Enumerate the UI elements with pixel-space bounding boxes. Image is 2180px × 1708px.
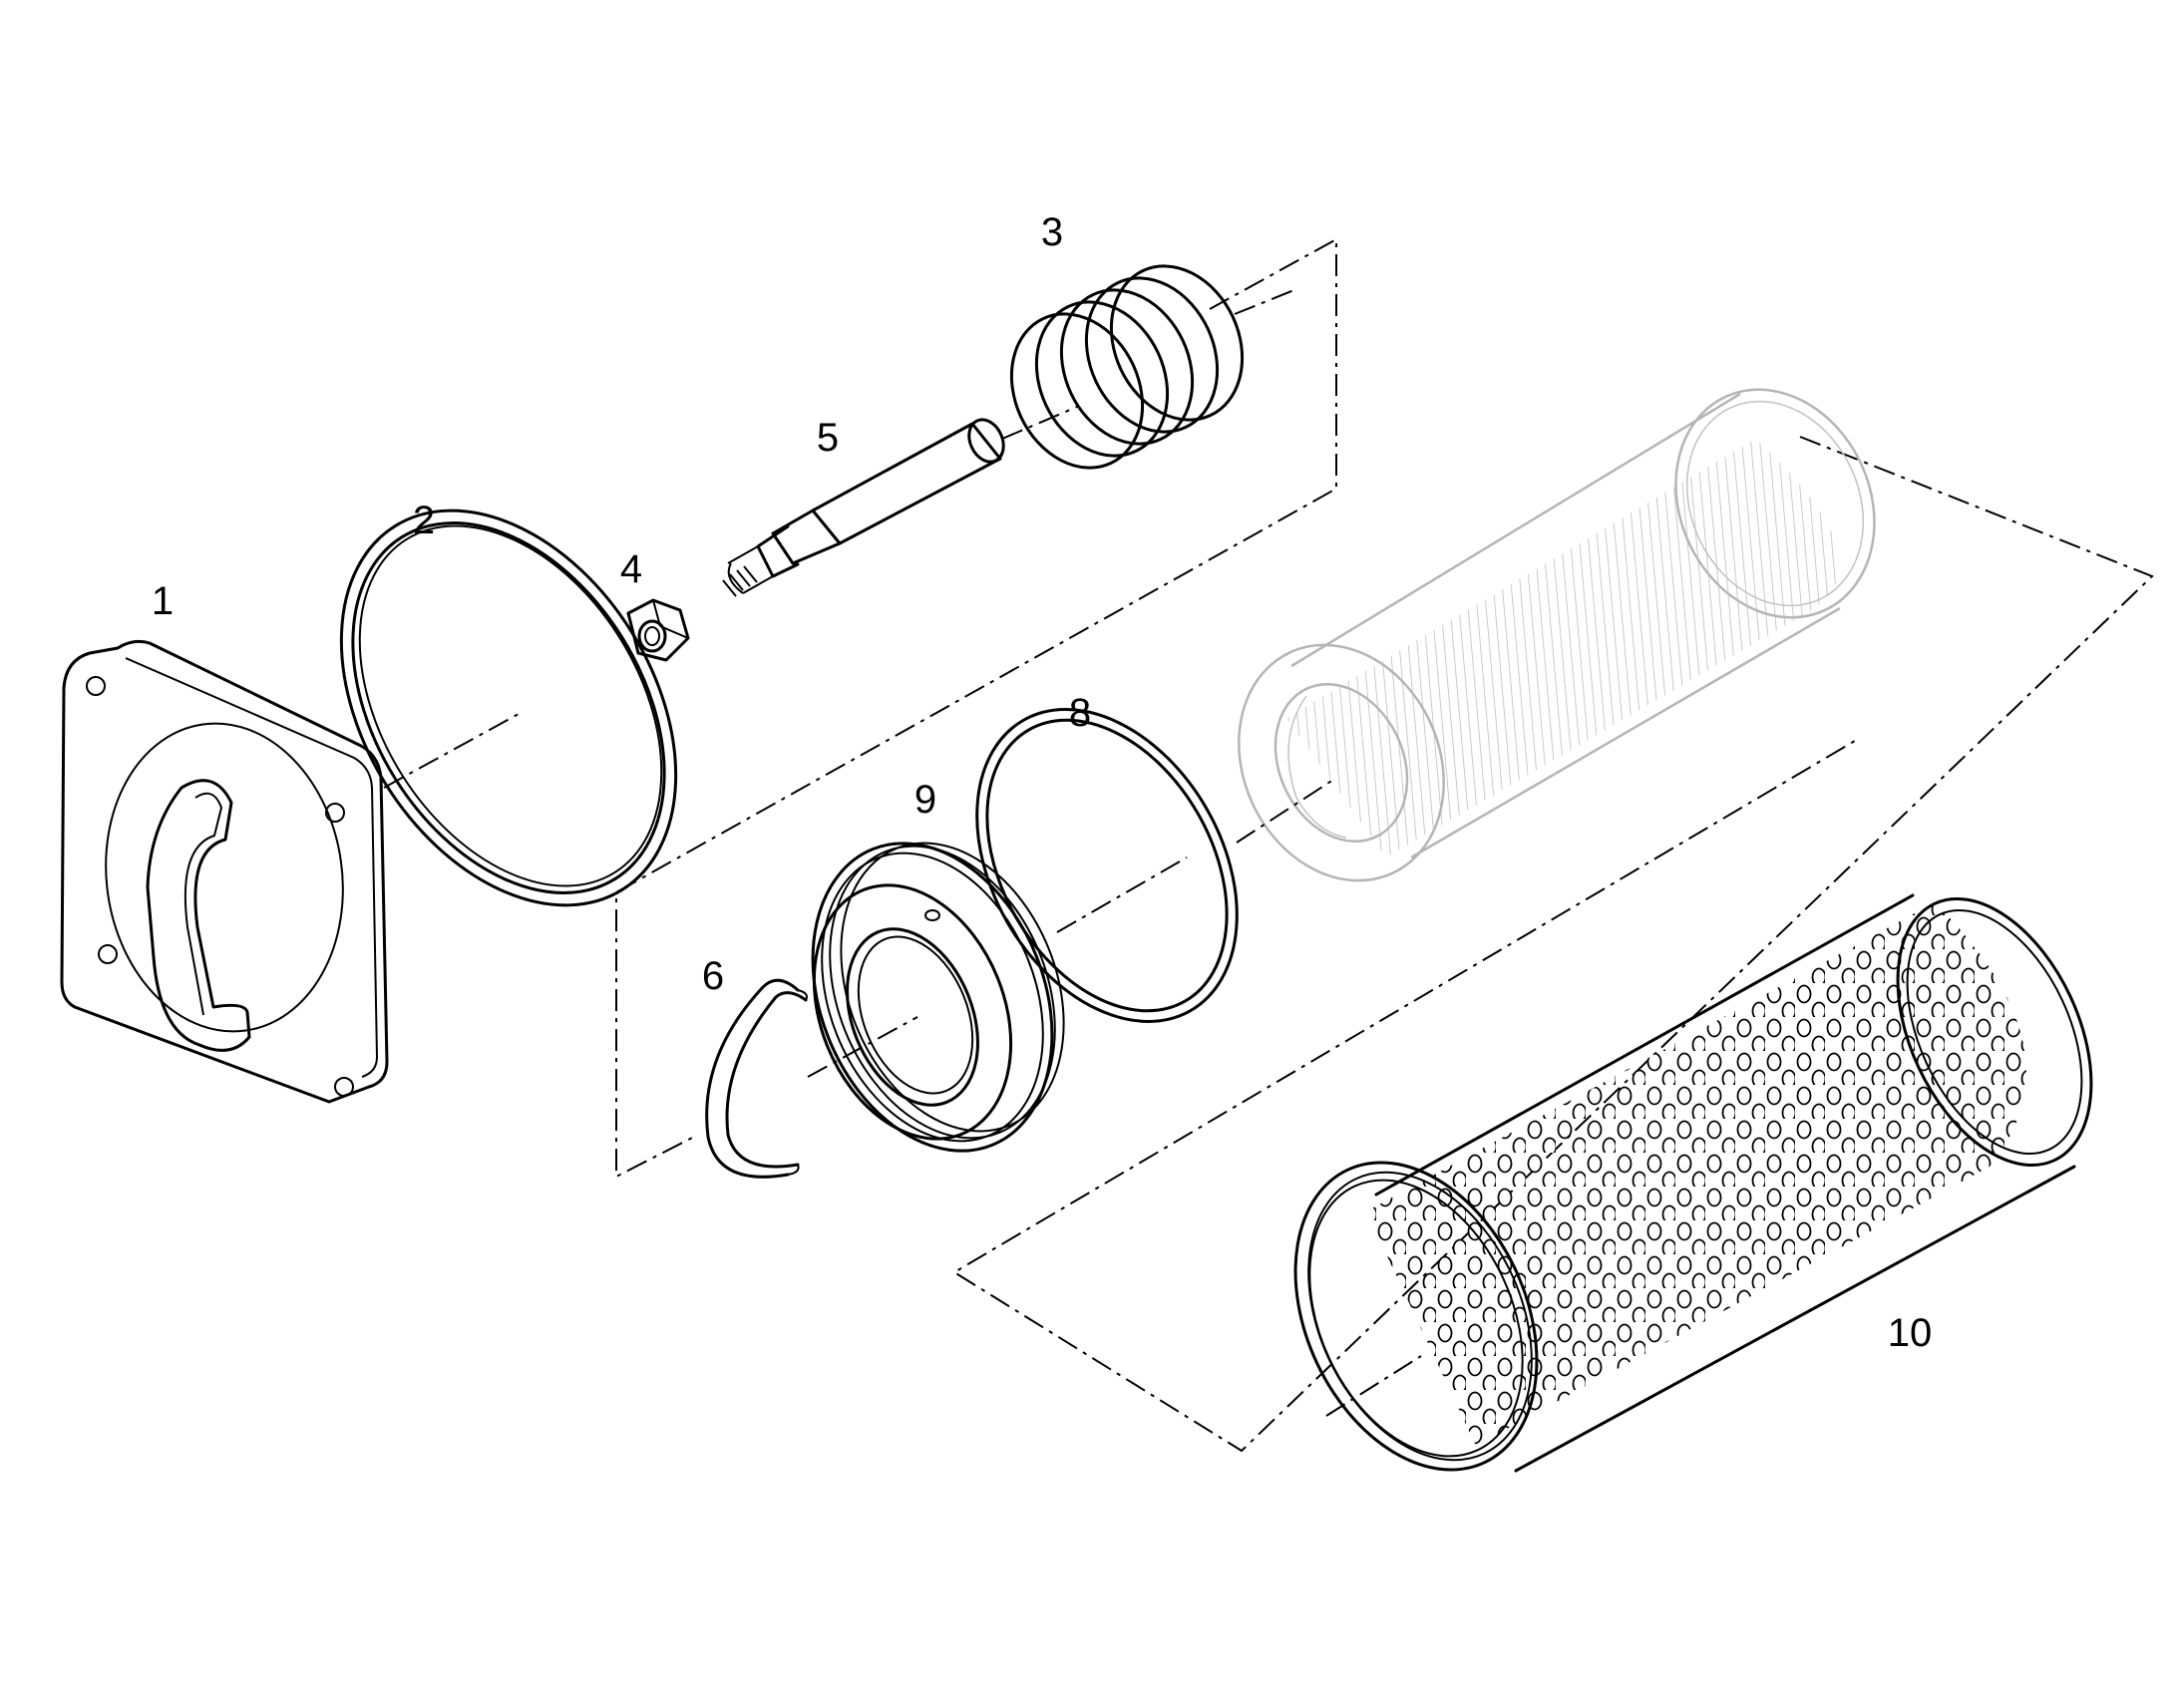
pleated-filter-element bbox=[1236, 388, 1876, 882]
small-o-ring bbox=[975, 708, 1239, 1023]
assembly-boundary-upper bbox=[615, 237, 1337, 1179]
callout-9: 9 bbox=[914, 778, 936, 822]
callout-10: 10 bbox=[1888, 1311, 1933, 1355]
callout-3: 3 bbox=[1041, 210, 1063, 254]
coil-spring bbox=[1009, 264, 1297, 470]
threaded-shaft bbox=[722, 406, 1078, 597]
callout-8: 8 bbox=[1069, 691, 1091, 735]
assembly-boundary-lower bbox=[952, 436, 2154, 1453]
callout-1: 1 bbox=[152, 579, 174, 623]
seal-bushing bbox=[807, 842, 1065, 1153]
callout-4: 4 bbox=[620, 547, 642, 591]
callout-2: 2 bbox=[413, 499, 435, 542]
cover-plate bbox=[60, 639, 520, 1104]
hex-nut bbox=[626, 598, 690, 662]
callout-5: 5 bbox=[817, 416, 839, 460]
snap-ring bbox=[705, 978, 808, 1179]
perforated-strainer bbox=[1293, 893, 2093, 1473]
callout-6: 6 bbox=[702, 954, 724, 998]
large-o-ring bbox=[339, 509, 678, 907]
